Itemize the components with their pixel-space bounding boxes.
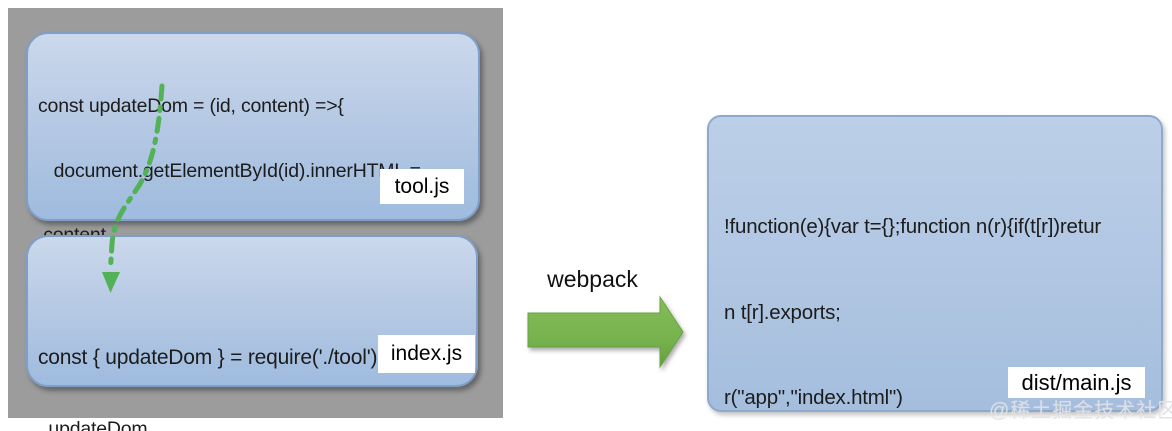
index-js-code: const { updateDom } = require('./tool') … [38,287,378,431]
output-box: !function(e){var t={};function n(r){if(t… [707,115,1163,412]
tool-js-filename-label: tool.js [380,169,464,204]
code-line: const { updateDom } = require('./tool') [38,346,378,369]
source-files-panel: const updateDom = (id, content) =>{ docu… [8,8,503,431]
code-line: const updateDom = (id, content) =>{ [38,95,344,117]
watermark: @稀土掘金技术社区 [989,400,1172,422]
code-line: !function(e){var t={};function n(r){if(t… [724,215,1102,238]
code-line: r("app","index.html") [724,386,903,409]
dist-main-js-filename-label: dist/main.js [1008,367,1145,398]
webpack-label: webpack [547,266,638,292]
code-line: n t[r].exports; [724,300,841,324]
index-js-box: const { updateDom } = require('./tool') … [26,235,478,387]
tool-js-box: const updateDom = (id, content) =>{ docu… [26,32,480,431]
code-line: updateDom [38,417,148,431]
code-line: document.getElementById(id).innerHTML = [38,159,421,182]
webpack-arrow-icon [527,295,684,369]
output-code: !function(e){var t={};function n(r){if(t… [724,156,1106,431]
index-js-filename-label: index.js [378,335,475,373]
